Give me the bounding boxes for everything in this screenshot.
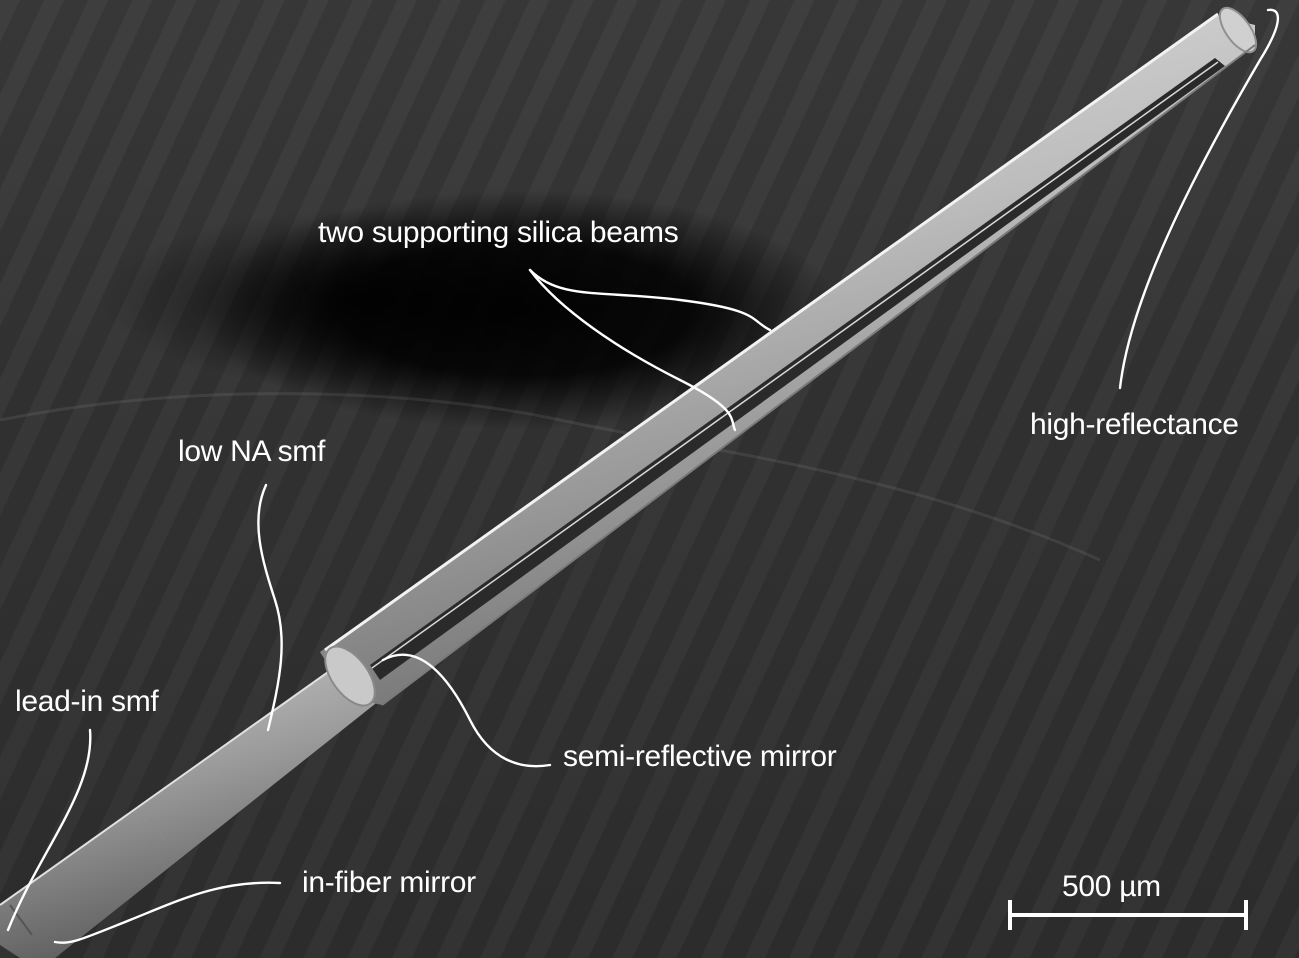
- optical-fiber: [0, 659, 380, 958]
- label-semi-reflective-mirror: semi-reflective mirror: [563, 740, 837, 773]
- label-low-na-smf: low NA smf: [178, 435, 326, 468]
- cavity-tube: [320, 6, 1258, 707]
- scale-bar-label: 500 µm: [1062, 870, 1161, 903]
- leader-lead-in: [6, 728, 92, 932]
- label-high-reflectance: high-reflectance: [1030, 408, 1239, 441]
- leader-low-na: [257, 483, 283, 732]
- leader-beams-lower: [528, 268, 737, 432]
- leader-in-fiber: [53, 881, 282, 944]
- leader-semi-reflective: [381, 653, 552, 768]
- scale-bar: [1008, 900, 1248, 930]
- label-lead-in-smf: lead-in smf: [15, 685, 159, 718]
- leader-beams-upper: [528, 268, 772, 332]
- leader-lines: [6, 8, 1280, 944]
- leader-high-reflectance: [1118, 8, 1280, 390]
- label-in-fiber-mirror: in-fiber mirror: [302, 866, 476, 899]
- label-supporting-beams: two supporting silica beams: [318, 216, 679, 249]
